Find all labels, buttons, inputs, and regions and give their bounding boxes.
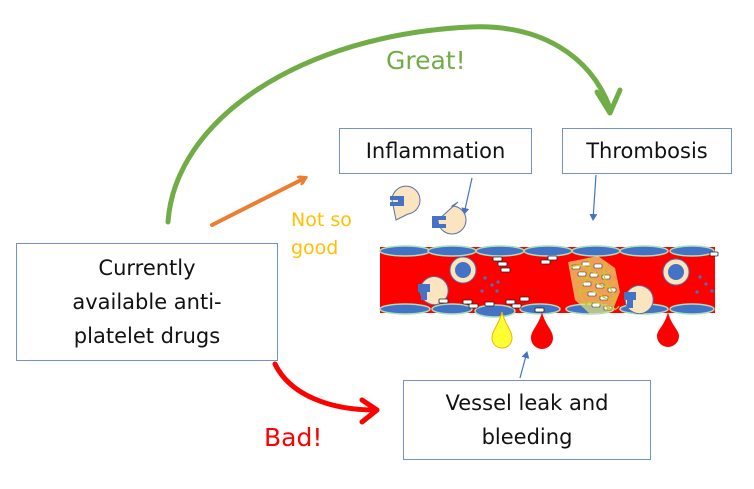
endothelium-top (379, 245, 715, 257)
leukocyte-free-1 (390, 185, 421, 221)
small-particles (480, 275, 714, 294)
bleeding-line-1: Vessel leak and (445, 391, 609, 415)
bleeding-line-2: bleeding (481, 425, 573, 449)
not-so-good-arrow (210, 178, 305, 227)
thrombosis-pointer (589, 174, 598, 221)
thrombus (568, 256, 620, 314)
blood-drop-2 (657, 312, 679, 347)
plasma-drop (491, 311, 513, 349)
thrombosis-label: Thrombosis (586, 139, 708, 163)
platelets (438, 251, 719, 313)
inflammation-box: Inflammation (339, 128, 532, 174)
blood-vessel (379, 245, 719, 349)
great-label: Great! (386, 46, 466, 75)
antiplatelet-drugs-box: Currently available anti- platelet drugs (16, 243, 278, 361)
not-so-good-line-1: Not so (291, 209, 352, 231)
inflammation-label: Inflammation (365, 139, 506, 163)
blood-drop-1 (531, 312, 553, 349)
thrombosis-box: Thrombosis (562, 128, 732, 174)
leukocyte-round-2 (662, 258, 690, 286)
leukocyte-round-1 (449, 256, 477, 284)
inflammation-pointer (461, 177, 473, 215)
leukocyte-rolling-1 (418, 276, 449, 306)
endothelium-bottom (379, 303, 715, 318)
leukocyte-rolling-2 (624, 285, 654, 315)
not-so-good-line-2: good (291, 237, 339, 259)
drugs-line-2: available anti- (72, 290, 222, 314)
vessel-leak-bleeding-box: Vessel leak and bleeding (403, 380, 651, 460)
leukocyte-free-2 (432, 201, 467, 235)
bad-arrow (272, 361, 378, 413)
bad-label: Bad! (264, 423, 323, 452)
bleeding-pointer (519, 351, 530, 379)
drugs-line-3: platelet drugs (73, 324, 221, 348)
drugs-line-1: Currently (98, 256, 196, 280)
bad-arrowhead (359, 397, 380, 425)
great-arrow (165, 24, 613, 225)
great-arrowhead (594, 87, 623, 116)
not-so-good-label: Not so good (291, 206, 352, 262)
